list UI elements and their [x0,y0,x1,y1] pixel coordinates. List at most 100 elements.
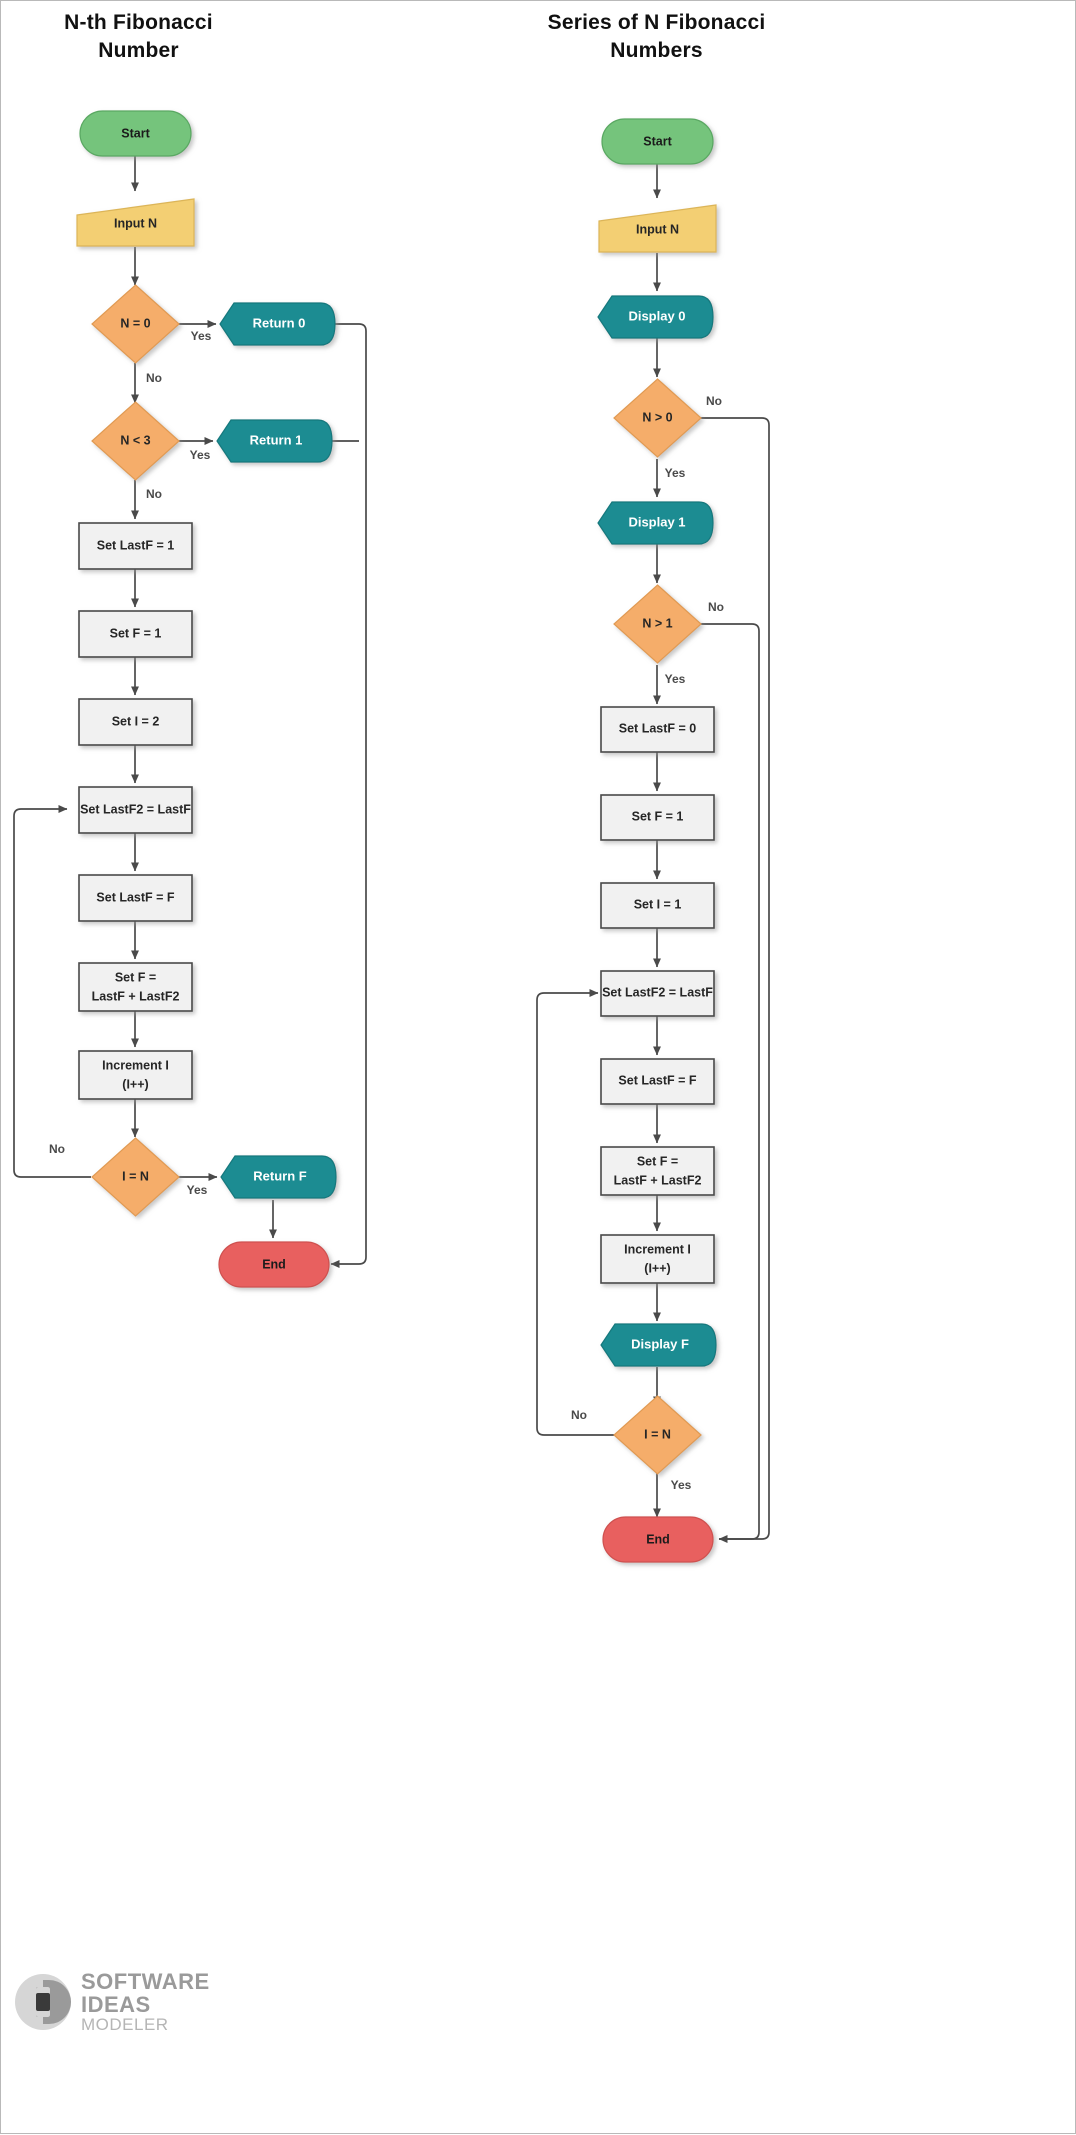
node-start[interactable]: Start [79,110,192,157]
node-display-f[interactable]: Display F [600,1323,717,1367]
node-set-i-1-label: Set I = 1 [634,897,682,911]
node-increment-i-label-line1: Increment I [102,1058,169,1072]
node-end[interactable]: End [218,1241,330,1288]
edge-label-rd3-yes: Yes [671,1478,692,1492]
node-display-0-label: Display 0 [628,308,685,323]
node-decision-n-eq-0[interactable]: N = 0 [91,284,180,364]
node-set-lastf-f-label: Set LastF = F [96,890,175,904]
node-input-n[interactable]: Input N [76,198,195,247]
node-rend[interactable]: End [602,1516,714,1563]
edge-label-rd2-yes: Yes [665,672,686,686]
edges-left [13,156,367,1268]
node-decision-i-eq-n-label: I = N [122,1169,149,1183]
edge-ret0-end [330,323,367,1268]
node-set-lastf-0-label: Set LastF = 0 [619,721,697,735]
software-ideas-modeler-icon [15,1974,71,2030]
node-start-label: Start [121,126,150,140]
edge-d3-p4-loop [13,805,91,1178]
node-rstart-label: Start [643,134,672,148]
node-decision-n-gt-0[interactable]: N > 0 [613,378,702,458]
node-increment-i-label-line2: (I++) [122,1077,148,1091]
node-return-1-label: Return 1 [250,432,303,447]
node-rset-f-1-label: Set F = 1 [632,809,684,823]
node-increment-i[interactable]: Increment I (I++) [78,1050,193,1100]
node-set-lastf2-lastf[interactable]: Set LastF2 = LastF [78,786,193,834]
node-end-label: End [262,1257,286,1271]
edge-label-d3-yes: Yes [187,1183,208,1197]
edges-right [536,163,770,1543]
node-rincrement-i[interactable]: Increment I (I++) [600,1234,715,1284]
node-set-lastf-1[interactable]: Set LastF = 1 [78,522,193,570]
node-return-f-label: Return F [253,1168,307,1183]
node-set-i-1[interactable]: Set I = 1 [600,882,715,929]
edge-rd2-rend [700,623,760,1540]
node-rset-f-sum[interactable]: Set F = LastF + LastF2 [600,1146,715,1196]
node-rset-lastf-f[interactable]: Set LastF = F [600,1058,715,1105]
edge-label-rd3-no: No [571,1408,587,1422]
node-rinput-n[interactable]: Input N [598,204,717,253]
title-left-line1: N-th Fibonacci [64,11,213,34]
node-rset-f-sum-label-line1: Set F = [637,1154,678,1168]
node-decision-n-gt-0-label: N > 0 [642,410,672,424]
edge-label-d1-yes: Yes [191,329,212,343]
watermark-text: SOFTWARE IDEAS MODELER [81,1970,285,2034]
page-title-left: N-th Fibonacci Number [21,9,256,66]
node-set-lastf-0[interactable]: Set LastF = 0 [600,706,715,753]
node-rend-label: End [646,1532,670,1546]
node-set-i-2-label: Set I = 2 [112,714,160,728]
node-decision-n-gt-1[interactable]: N > 1 [613,584,702,664]
watermark-line2: MODELER [81,2015,169,2035]
node-rset-lastf2-lastf[interactable]: Set LastF2 = LastF [600,970,715,1017]
edge-label-d2-no: No [146,487,162,501]
edge-label-d3-no: No [49,1142,65,1156]
edge-label-rd1-no: No [706,394,722,408]
node-decision-n-gt-1-label: N > 1 [642,616,672,630]
title-left-line2: Number [98,39,179,63]
node-set-f-sum-label-line1: Set F = [115,970,156,984]
edge-label-d2-yes: Yes [190,448,211,462]
node-rinput-n-label: Input N [636,222,679,236]
watermark-line1: SOFTWARE IDEAS [81,1968,210,2018]
node-decision-n-lt-3[interactable]: N < 3 [91,401,180,481]
node-rset-f-1[interactable]: Set F = 1 [600,794,715,841]
node-set-f-sum-label-line2: LastF + LastF2 [92,989,180,1003]
node-rdecision-i-eq-n-label: I = N [644,1427,671,1441]
edge-rd1-rend [700,417,770,1543]
node-set-lastf-1-label: Set LastF = 1 [97,538,175,552]
node-rset-lastf2-lastf-label: Set LastF2 = LastF [602,985,713,999]
node-rincrement-i-label-line1: Increment I [624,1242,691,1256]
node-set-f-sum[interactable]: Set F = LastF + LastF2 [78,962,193,1012]
node-display-f-label: Display F [631,1336,689,1351]
node-decision-n-eq-0-label: N = 0 [120,316,150,330]
node-rset-lastf-f-label: Set LastF = F [618,1073,697,1087]
node-return-f[interactable]: Return F [220,1155,337,1199]
edge-rd3-rp4-loop [536,989,614,1436]
node-return-0[interactable]: Return 0 [219,302,336,346]
node-return-0-label: Return 0 [253,315,306,330]
node-set-i-2[interactable]: Set I = 2 [78,698,193,746]
node-return-1[interactable]: Return 1 [216,419,333,463]
edge-label-rd1-yes: Yes [665,466,686,480]
node-set-f-1[interactable]: Set F = 1 [78,610,193,658]
title-right-line2: Numbers [610,39,703,63]
watermark-logo: SOFTWARE IDEAS MODELER [15,1963,285,2041]
node-rdecision-i-eq-n[interactable]: I = N [613,1395,702,1475]
node-rincrement-i-label-line2: (I++) [644,1261,670,1275]
page-title-right: Series of N Fibonacci Numbers [539,9,774,66]
node-rset-f-sum-label-line2: LastF + LastF2 [614,1173,702,1187]
node-display-0[interactable]: Display 0 [597,295,714,339]
edge-label-d1-no: No [146,371,162,385]
node-set-f-1-label: Set F = 1 [110,626,162,640]
node-set-lastf2-lastf-label: Set LastF2 = LastF [80,802,191,816]
edge-label-rd2-no: No [708,600,724,614]
node-input-n-label: Input N [114,216,157,230]
node-display-1-label: Display 1 [628,514,685,529]
flowchart-series-of-n-fibonacci-numbers: Start Input N Display 0 N > 0 No Yes Dis… [536,118,770,1563]
node-rstart[interactable]: Start [601,118,714,165]
node-display-1[interactable]: Display 1 [597,501,714,545]
node-set-lastf-f[interactable]: Set LastF = F [78,874,193,922]
node-decision-n-lt-3-label: N < 3 [120,433,150,447]
title-right-line1: Series of N Fibonacci [547,11,766,34]
node-decision-i-eq-n[interactable]: I = N [91,1137,180,1217]
